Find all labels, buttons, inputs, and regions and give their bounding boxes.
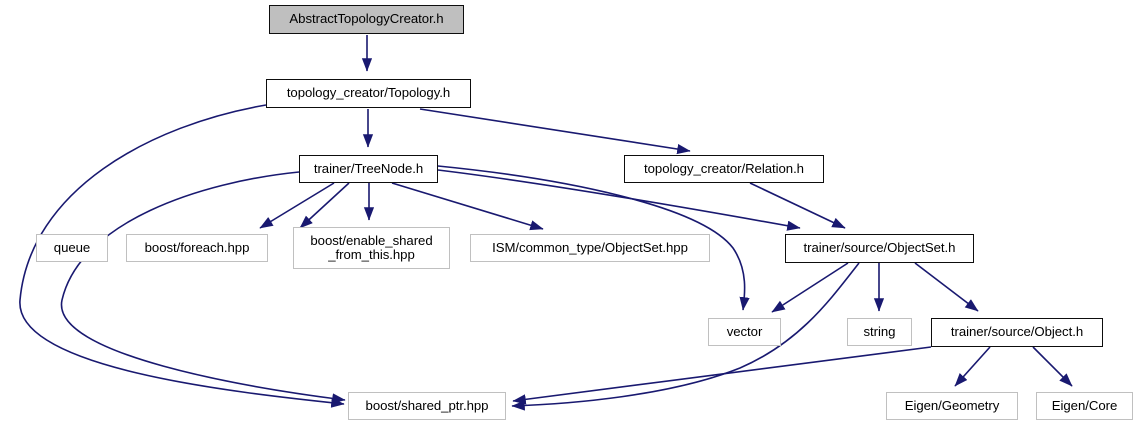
node-boost_foreach[interactable]: boost/foreach.hpp [126,234,268,262]
edge-treenode-to-foreach [299,182,350,229]
edge-treenode-to-vector [437,165,750,311]
node-topology[interactable]: topology_creator/Topology.h [266,79,471,108]
node-boost_shared_ptr[interactable]: boost/shared_ptr.hpp [348,392,506,420]
edge-object-to-eigen-geometry [954,346,991,387]
node-ism_objectset[interactable]: ISM/common_type/ObjectSet.hpp [470,234,710,262]
edge-object-to-sharedptr [512,346,932,405]
edge-treenode-to-ism-objectset [391,182,544,231]
edge-treenode-to-trainer-objectset [437,169,801,231]
edge-objectset-to-vector [771,262,849,313]
node-trainer_object[interactable]: trainer/source/Object.h [931,318,1103,347]
edge-objectset-to-object [914,262,979,312]
node-relation[interactable]: topology_creator/Relation.h [624,155,824,183]
edge-relation-to-objectset [749,182,846,229]
edge-object-to-eigen-core [1032,346,1073,387]
node-treenode[interactable]: trainer/TreeNode.h [299,155,438,183]
edge-treenode-to-queue [259,182,335,229]
node-vector[interactable]: vector [708,318,781,346]
node-eigen_geometry[interactable]: Eigen/Geometry [886,392,1018,420]
node-string[interactable]: string [847,318,912,346]
node-trainer_objectset[interactable]: trainer/source/ObjectSet.h [785,234,974,263]
node-queue[interactable]: queue [36,234,108,262]
edge-topology-to-relation [419,108,691,155]
node-eigen_core[interactable]: Eigen/Core [1036,392,1133,420]
node-boost_enable_shared[interactable]: boost/enable_shared _from_this.hpp [293,227,450,269]
edge-treenode-to-sharedptr [61,171,346,404]
node-abstract_topology_creator[interactable]: AbstractTopologyCreator.h [269,5,464,34]
edge-objectset-to-sharedptr [511,262,860,411]
edge-topology-to-sharedptr [19,104,345,408]
